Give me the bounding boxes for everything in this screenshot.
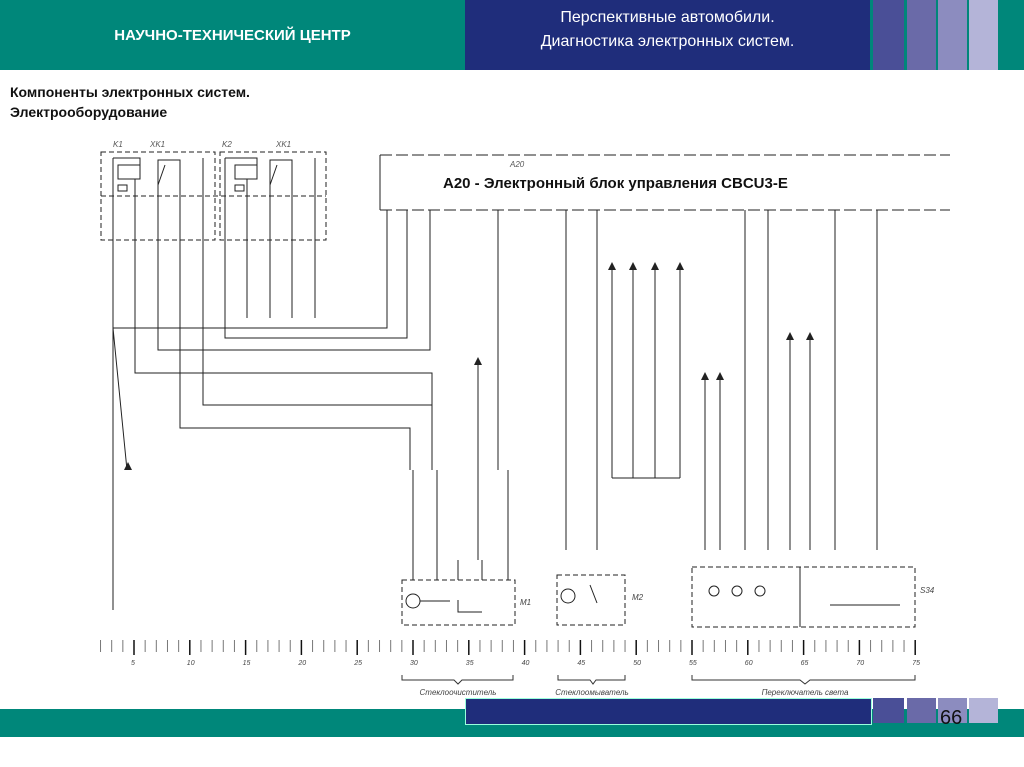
component-label-m1: M1 bbox=[520, 598, 531, 607]
footer-decor-block bbox=[907, 698, 936, 723]
relay-coils bbox=[112, 157, 316, 196]
wires bbox=[112, 196, 878, 610]
ruler-label: 45 bbox=[577, 660, 585, 667]
ruler-label: 55 bbox=[689, 660, 697, 667]
course-title-line1: Перспективные автомобили. bbox=[560, 9, 775, 26]
relay-labels: K1 XK1 K2 XK1 bbox=[113, 140, 291, 149]
component-label-m2: M2 bbox=[632, 593, 644, 602]
header-title-panel bbox=[465, 0, 870, 70]
ruler-label: 60 bbox=[745, 660, 753, 667]
grid-ruler-labels: 5 10 15 20 25 30 35 40 45 50 55 60 65 70 75 bbox=[131, 660, 920, 667]
ruler-label: 75 bbox=[912, 660, 920, 667]
ruler-label: 30 bbox=[410, 660, 418, 667]
control-unit-a20: A20 A20 - Электронный блок управления CB… bbox=[379, 154, 950, 211]
group-labels: Стеклоочиститель Стеклоомыватель Переклю… bbox=[420, 688, 849, 697]
header-decor-block bbox=[873, 0, 904, 70]
footer-panel bbox=[465, 698, 872, 725]
ruler-label: 65 bbox=[801, 660, 809, 667]
page-number: 66 bbox=[940, 707, 963, 729]
ruler-label: 25 bbox=[353, 660, 362, 667]
relay-label: XK1 bbox=[275, 140, 291, 149]
relay-label: K2 bbox=[222, 140, 232, 149]
footer-decor-block bbox=[873, 698, 904, 723]
ruler-label: 20 bbox=[297, 660, 306, 667]
motor-symbols bbox=[405, 567, 900, 627]
unit-tag: A20 bbox=[509, 160, 525, 169]
group-label-wiper: Стеклоочиститель bbox=[420, 688, 497, 697]
ruler-label: 50 bbox=[633, 660, 641, 667]
ruler-label: 40 bbox=[522, 660, 530, 667]
header-decor-block bbox=[938, 0, 967, 70]
slide-subtitle: Компоненты электронных систем. Электрооб… bbox=[10, 82, 250, 122]
ruler-label: 70 bbox=[856, 660, 864, 667]
ruler-label: 35 bbox=[466, 660, 474, 667]
grid-ruler bbox=[100, 640, 916, 655]
unit-title: A20 - Электронный блок управления CBCU3-… bbox=[443, 175, 788, 192]
group-label-light-switch: Переключатель света bbox=[762, 688, 849, 697]
footer-decor-block bbox=[969, 698, 998, 723]
wire-arrows bbox=[124, 262, 814, 470]
header-decor-block bbox=[907, 0, 936, 70]
relay-label: XK1 bbox=[149, 140, 165, 149]
footer-decor-block bbox=[938, 698, 967, 723]
component-boxes bbox=[401, 566, 916, 628]
organization-name: НАУЧНО-ТЕХНИЧЕСКИЙ ЦЕНТР bbox=[114, 26, 351, 44]
group-braces bbox=[401, 675, 916, 685]
header-decor-block bbox=[969, 0, 998, 70]
ruler-label: 15 bbox=[243, 660, 251, 667]
course-title-line2: Диагностика электронных систем. bbox=[540, 33, 795, 50]
ruler-label: 10 bbox=[187, 660, 195, 667]
relay-label: K1 bbox=[113, 140, 123, 149]
ruler-label: 5 bbox=[131, 660, 135, 667]
course-title: Перспективные автомобили. Диагностика эл… bbox=[465, 6, 870, 54]
component-labels: M1 M2 S34 bbox=[520, 586, 935, 607]
component-label-s34: S34 bbox=[920, 586, 935, 595]
group-label-washer: Стеклоомыватель bbox=[555, 688, 628, 697]
subtitle-line2: Электрооборудование bbox=[10, 104, 168, 120]
subtitle-line1: Компоненты электронных систем. bbox=[10, 84, 250, 100]
